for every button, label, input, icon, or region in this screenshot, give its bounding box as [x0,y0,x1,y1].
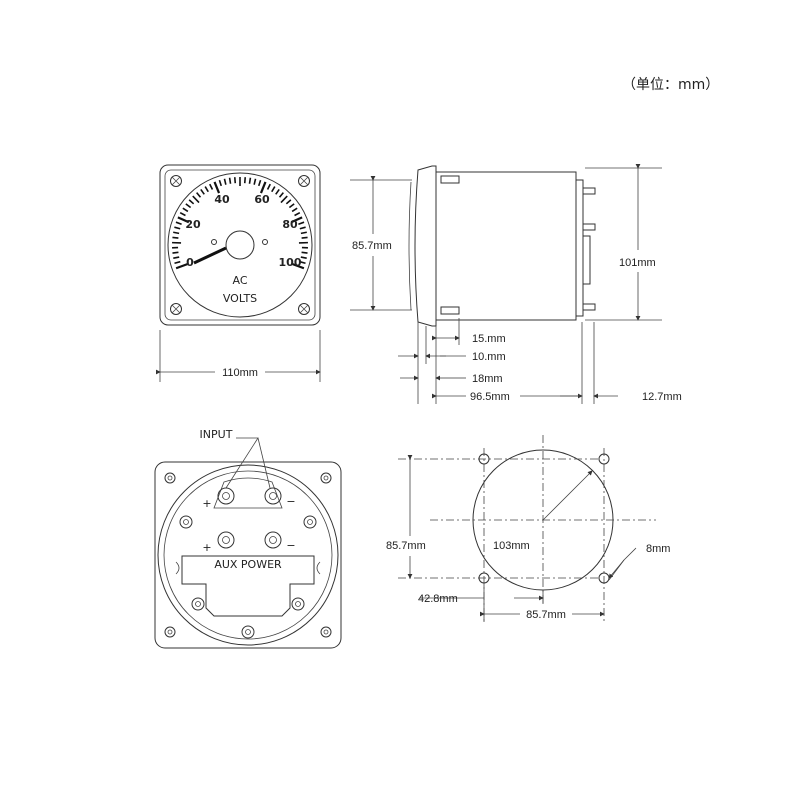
aux-minus-sign: − [286,539,295,552]
input-terminals [217,487,282,505]
dial-tick [173,256,180,259]
cutout-vertical-dimension: 85.7mm [386,540,426,552]
dial-tick [278,192,284,198]
dial-face [167,172,313,318]
side-height-dimension: 85.7mm [352,240,392,252]
scale-label-100: 100 [279,256,302,269]
rear-view: + − + − AUX POWER INPUT [154,428,342,649]
dim-12-7: 12.7mm [642,391,682,403]
dial-ticks [172,177,308,270]
overall-height-dimension: 101mm [619,257,656,269]
dial-tick [253,178,257,185]
dim-15: 15.mm [472,333,506,345]
scale-label-0: 0 [186,256,194,269]
dial-tick [300,256,307,259]
dial-tick [248,177,252,184]
dial-tick [257,179,262,187]
dial-tick [259,181,267,194]
dial-tick [174,226,181,230]
dial-tick [196,192,202,198]
aux-terminals [217,531,282,549]
bezel-screws [170,175,310,315]
meter-body [435,171,577,321]
input-label: INPUT [200,428,233,441]
rear-housing [157,464,339,646]
dial-tick [275,188,280,195]
dial-tick [292,263,305,270]
cutout-horizontal-dimension: 85.7mm [526,609,566,621]
cutout-view: 103mm 85.7mm 8mm 42.8mm 85.7mm [386,435,670,622]
dial-tick [266,183,271,190]
dial-legend-volts: VOLTS [223,292,257,305]
dial-tick [228,177,232,184]
dial-tick [290,216,303,224]
dial-tick [172,236,179,239]
aux-plus-sign: + [202,541,211,554]
dial-tick [175,263,188,270]
rear-flange [154,461,342,649]
dial-tick [285,199,292,205]
dial-tick [294,211,301,217]
dial-tick [301,251,308,254]
dial-tick [291,207,298,213]
dial-tick [223,178,227,185]
dial-legend-ac: AC [232,274,247,287]
diameter-dimension: 103mm [493,540,530,552]
scale-label-20: 20 [185,218,201,231]
front-view: 0 20 40 60 80 100 AC VOLTS 110mm [156,164,321,382]
input-minus-sign: − [286,495,295,508]
input-plus-sign: + [202,497,211,510]
side-view: 85.7mm 101mm 15.mm 10.mm 18mm 96.5mm [350,164,682,404]
dial-tick [175,221,182,225]
needle-hub [225,230,255,260]
dim-18: 18mm [472,373,503,385]
dial-tick [301,236,308,239]
dial-tick [213,181,221,194]
offset-dimension: 42.8mm [418,593,458,605]
needle [193,246,227,265]
dial-tick [280,195,288,204]
dial-tick [179,211,186,217]
dim-96-5: 96.5mm [470,391,510,403]
hole-diameter-dimension: 8mm [646,543,670,555]
aux-power-label: AUX POWER [214,558,282,571]
dial-tick [288,203,295,209]
dim-10: 10.mm [472,351,506,363]
side-bezel [414,165,437,327]
dial-tick [209,183,214,190]
dial-tick [192,195,200,204]
dial-tick [182,207,189,213]
dial-tick [298,221,305,225]
scale-label-40: 40 [214,193,230,206]
dial-tick [299,226,306,230]
front-bezel [159,164,321,326]
dial-tick [204,186,209,193]
dial-tick [271,186,276,193]
dial-tick [174,260,181,265]
dial-tick [188,199,195,205]
scale-label-80: 80 [282,218,298,231]
unit-note: （单位：mm） [622,77,720,93]
dial-tick [172,251,179,254]
housing-screws [179,515,317,639]
width-dimension: 110mm [222,367,258,379]
scale-label-60: 60 [254,193,270,206]
dial-tick [177,216,190,224]
flange-holes [164,472,332,638]
dial-tick [185,203,192,209]
dial-tick [218,179,223,187]
aux-power-panel [181,555,315,617]
dial-tick [299,260,306,265]
dial-tick [173,231,180,235]
dial-tick [200,188,205,195]
dial-tick [300,231,307,235]
